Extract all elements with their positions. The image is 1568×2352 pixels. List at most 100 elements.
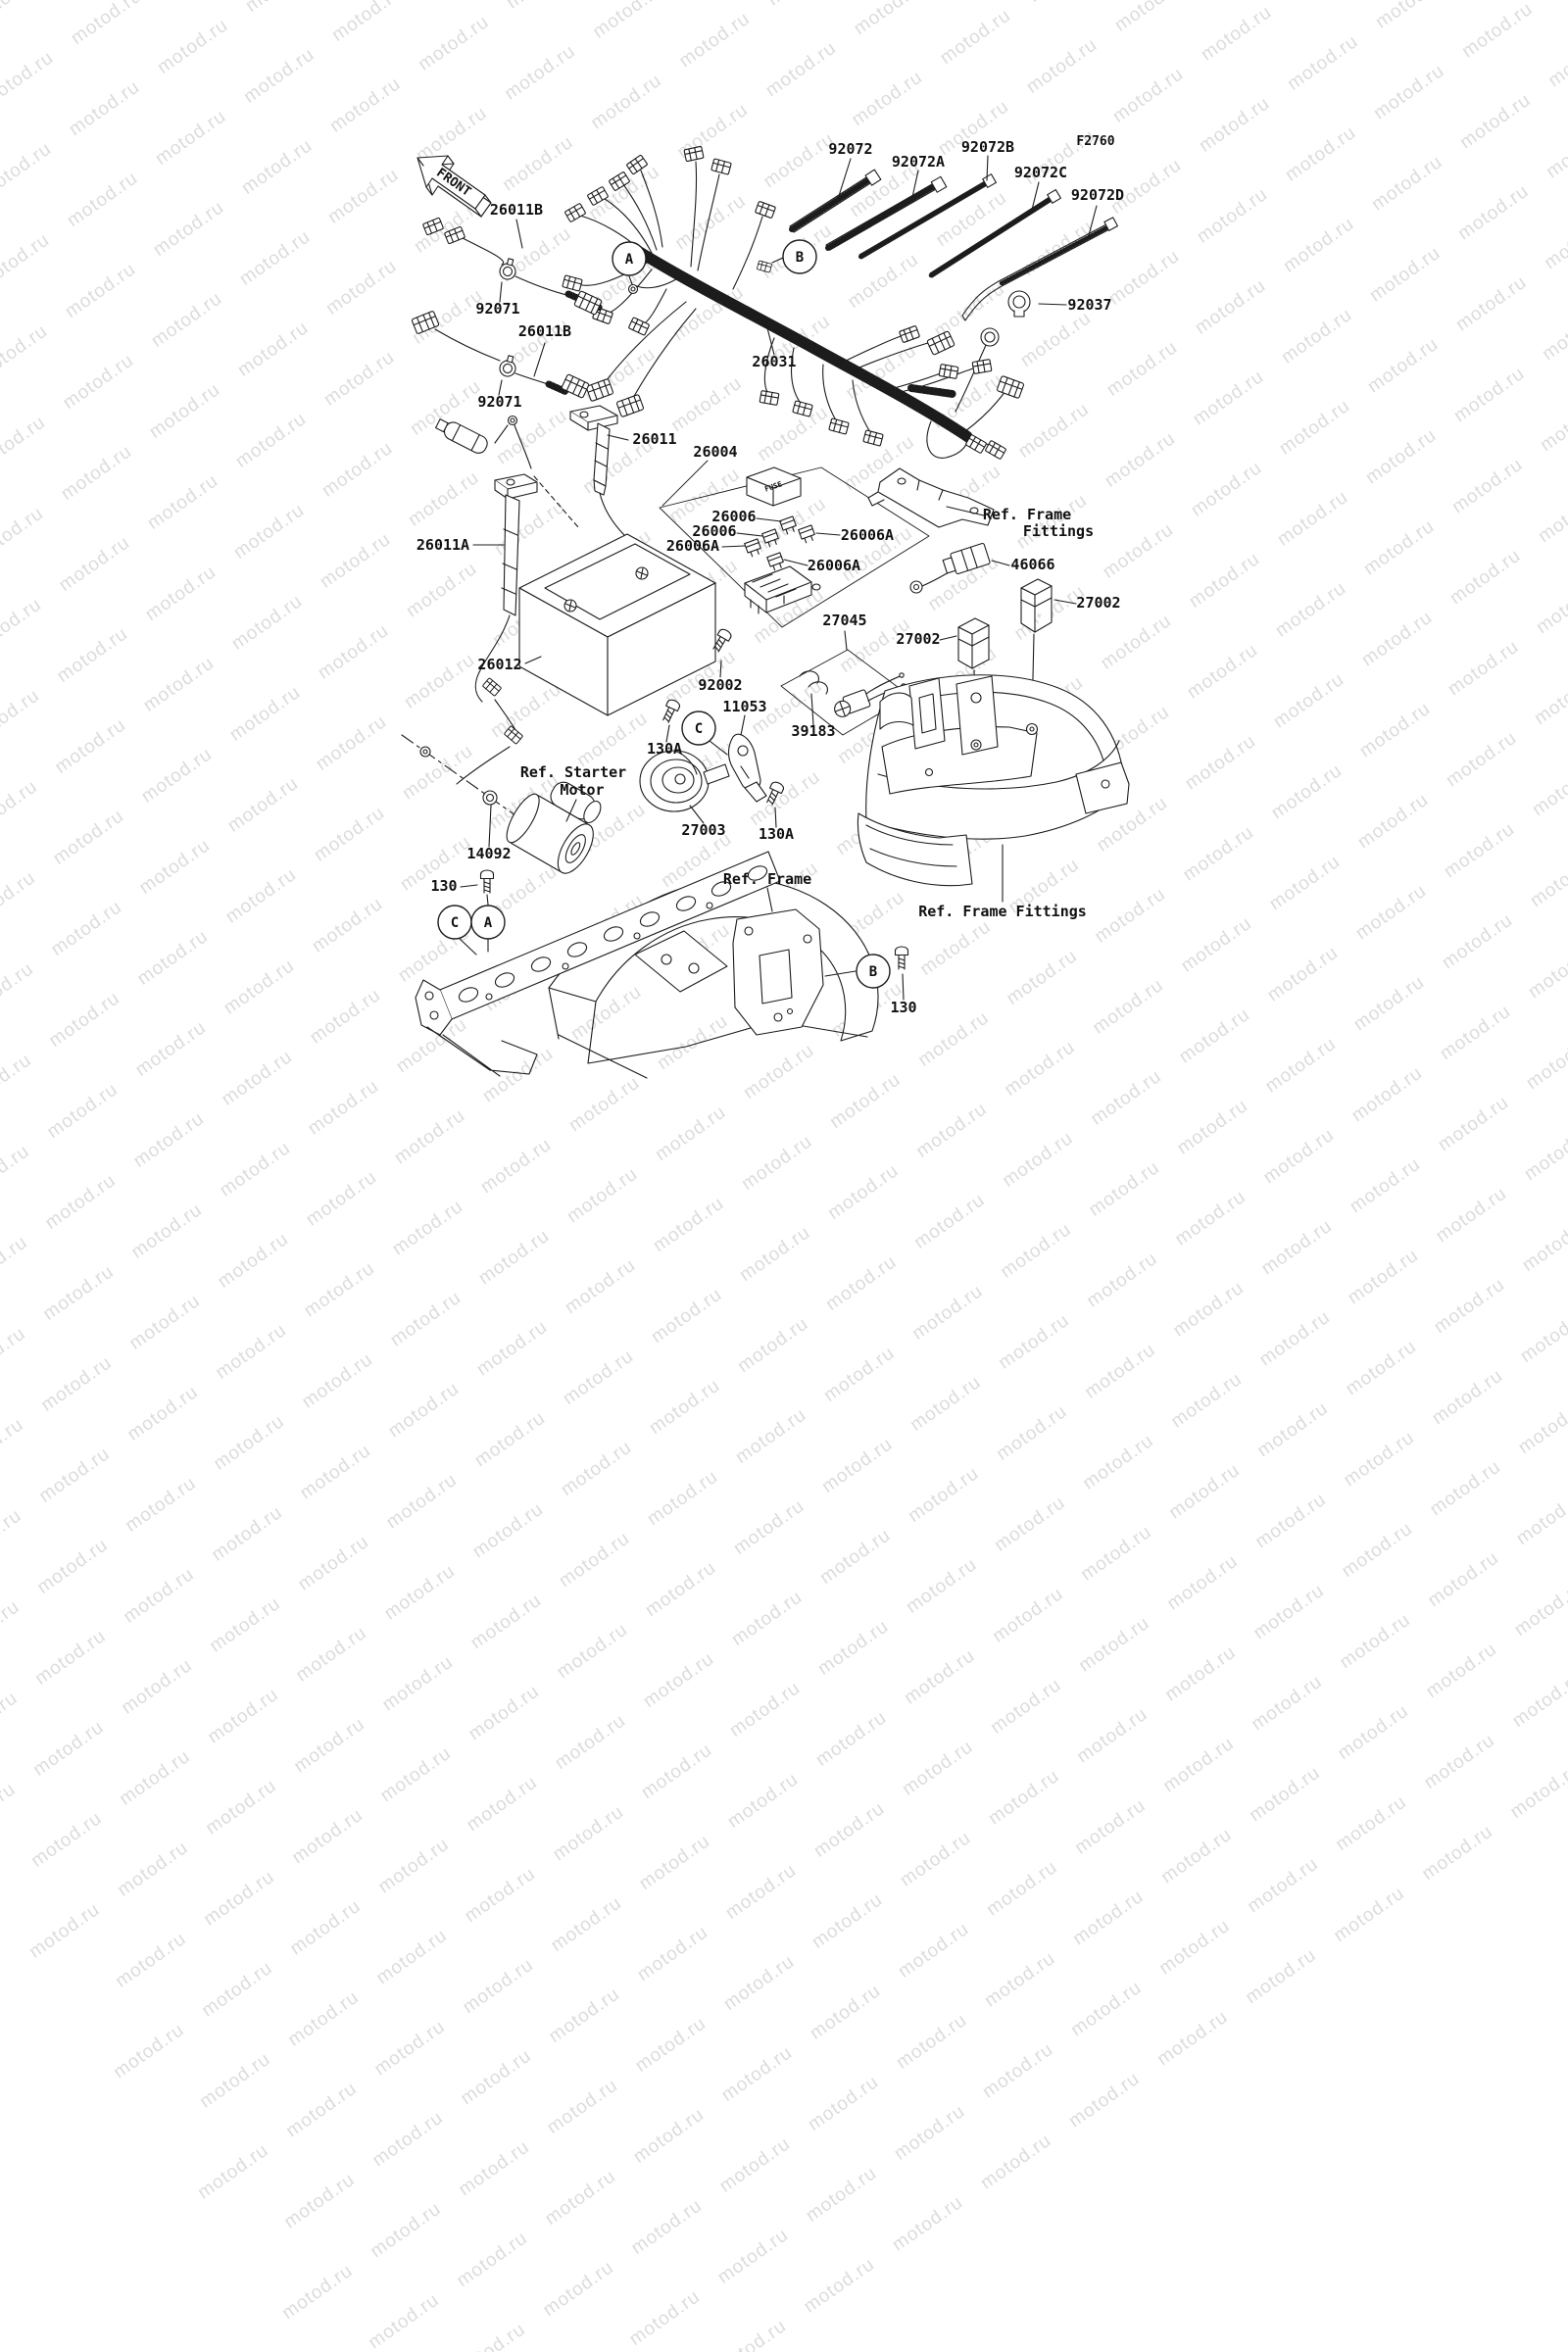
balloon-letter-c-1: C [695,721,703,737]
watermark-text: motod.ru [717,2041,797,2106]
label-ref-frame-fittings-bottom: Ref. Frame Fittings [918,903,1087,920]
watermark-text: motod.ru [715,2132,795,2197]
watermark-text: motod.ru [711,2315,791,2352]
label-39183: 39183 [791,722,835,740]
label-11053: 11053 [722,698,766,715]
label-92071-1: 92071 [475,300,519,318]
horn-27003 [639,750,730,824]
watermark-text: motod.ru [288,1804,368,1869]
label-26006a-3: 26006A [808,557,860,574]
watermark-text: motod.ru [555,1528,634,1592]
sub-harness-26011b-2 [411,310,590,399]
watermark-text: motod.ru [1338,1518,1417,1583]
watermark-text: motod.ru [1250,1580,1329,1644]
label-130-right: 130 [890,999,916,1016]
watermark-text: motod.ru [208,1501,287,1566]
label-130a-2: 130A [759,825,794,843]
leader-92072a [911,170,919,198]
bolt-92002 [710,626,734,678]
watermark-text: motod.ru [122,1472,201,1537]
watermark-text: motod.ru [647,1284,726,1348]
watermark-text: motod.ru [1069,1886,1149,1950]
watermark-text: motod.ru [1432,1183,1511,1248]
watermark-text: motod.ru [557,1437,636,1501]
watermark-text: motod.ru [1424,1547,1503,1612]
clamp-92037 [1007,290,1067,318]
watermark-text: motod.ru [120,1563,199,1628]
watermark-text: motod.ru [1251,1489,1331,1553]
starter-motor-ref [401,734,602,874]
watermark-text: motod.ru [800,2253,879,2318]
labels-layer: 92072 92072A 92072B 92072C 92072D F2760 … [416,134,1124,1016]
watermark-text: motod.ru [1161,1642,1241,1706]
watermark-text: motod.ru [204,1684,283,1748]
watermark-text: motod.ru [982,1856,1061,1921]
front-arrow [416,155,492,218]
label-26011b-1: 26011B [490,201,543,219]
watermark-text: motod.ru [0,1323,30,1387]
label-26006a-1: 26006A [666,537,719,555]
watermark-text: motod.ru [451,2319,530,2352]
watermark-text: motod.ru [206,1592,285,1657]
leader-92072c [1031,181,1040,211]
watermark-text: motod.ru [1418,1821,1497,1885]
watermark-text: motod.ru [541,2166,620,2230]
watermark-text: motod.ru [721,1860,801,1924]
watermark-text: motod.ru [553,1619,632,1684]
watermark-text: motod.ru [898,1736,977,1800]
watermark-text: motod.ru [200,1866,279,1931]
watermark-text: motod.ru [378,1651,458,1716]
watermark-text: motod.ru [804,2071,883,2135]
watermark-text: motod.ru [1506,1759,1568,1823]
label-92072c: 92072C [1014,164,1067,181]
watermark-text: motod.ru [643,1466,722,1531]
watermark-text: motod.ru [995,1309,1074,1374]
watermark-text: motod.ru [641,1557,720,1621]
watermark-text: motod.ru [727,1587,807,1650]
watermark-text: motod.ru [1340,1427,1419,1492]
watermark-text: motod.ru [0,1414,28,1478]
watermark-text: motod.ru [802,2162,881,2227]
watermark-text: motod.ru [110,2019,189,2083]
watermark-text: motod.ru [729,1495,808,1559]
watermark-text: motod.ru [39,1260,119,1325]
watermark-text: motod.ru [123,1381,203,1446]
watermark-text: motod.ru [1255,1306,1335,1371]
label-ref-frame-fittings-top-1: Ref. Frame [983,506,1071,523]
balloon-letter-b-1: B [796,250,804,266]
watermark-text: motod.ru [0,1505,26,1569]
watermark-text: motod.ru [1518,1212,1568,1277]
battery-cable-26011a [456,473,538,785]
watermark-text: motod.ru [33,1534,113,1598]
watermark-text: motod.ru [551,1710,630,1775]
watermark-text: motod.ru [280,2169,360,2233]
watermark-text: motod.ru [561,1254,640,1319]
watermark-text: motod.ru [1079,1430,1158,1494]
watermark-text: motod.ru [910,1189,990,1253]
watermark-text: motod.ru [1159,1733,1239,1797]
watermark-text: motod.ru [997,1218,1076,1283]
watermark-text: motod.ru [457,2045,536,2110]
watermark-text: motod.ru [125,1290,205,1354]
watermark-text: motod.ru [809,1797,889,1862]
watermark-text: motod.ru [1242,1944,1321,2009]
watermark-text: motod.ru [1167,1368,1247,1433]
watermark-text: motod.ru [900,1644,979,1709]
frame-bolt-130-left [437,869,506,956]
watermark-text: motod.ru [991,1492,1070,1556]
watermark-text: motod.ru [118,1654,197,1719]
watermark-text: motod.ru [114,1837,193,1901]
watermark-text: motod.ru [294,1531,373,1595]
watermark-text: motod.ru [906,1371,986,1436]
watermark-text: motod.ru [302,1166,381,1231]
frame-bolt-130-right [856,946,909,1001]
label-92037: 92037 [1067,296,1111,314]
watermark-text: motod.ru [112,1928,191,1992]
watermark-text: motod.ru [29,1716,109,1781]
watermark-text: motod.ru [1083,1248,1162,1312]
watermark-text: motod.ru [1157,1824,1237,1888]
watermark-text: motod.ru [1153,2006,1233,2071]
watermark-text: motod.ru [27,1807,107,1872]
label-ref-starter-2: Motor [560,781,604,799]
